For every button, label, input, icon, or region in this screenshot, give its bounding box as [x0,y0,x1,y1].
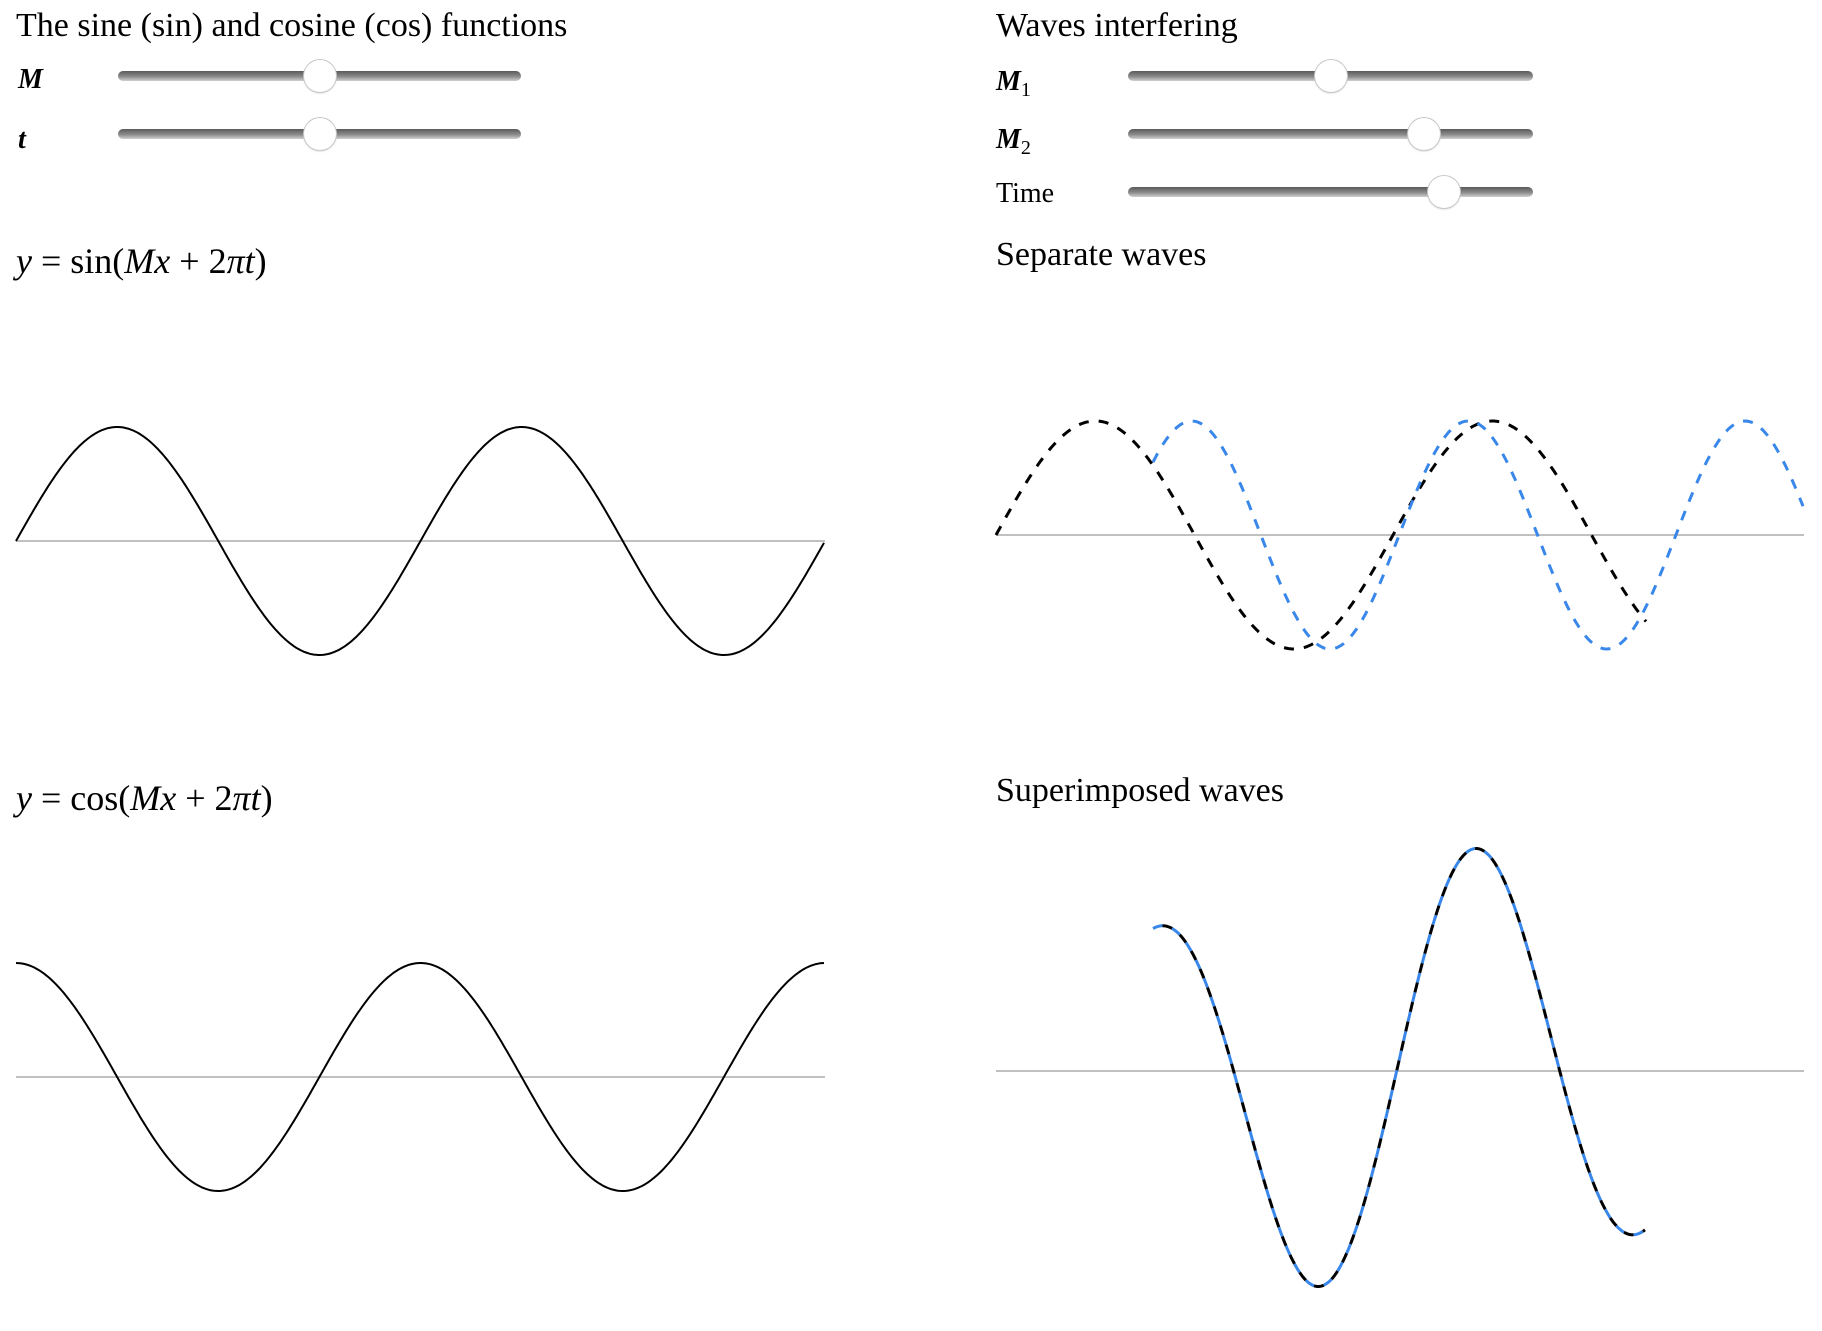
superimposed-waves-plot [996,847,1804,1288]
formula-part: πt [226,241,255,281]
slider-thumb[interactable] [303,118,336,150]
wave2-curve [1151,419,1805,651]
formula-part: y [16,241,32,281]
formula-part: + 2 [170,241,227,281]
wave1-curve [994,419,1648,651]
right-slider-label-0: M1 [996,66,1031,106]
cos-formula: y = cos(Mx + 2πt) [16,778,273,818]
superimposed-curve-black-dashes [1152,847,1646,1288]
superimposed-waves-title: Superimposed waves [996,772,1285,809]
superimposed-curve-blue-dashes [1152,847,1646,1288]
formula-part: Mx [130,778,177,818]
left-slider-0[interactable] [118,60,521,92]
slider-track[interactable] [1128,129,1533,139]
formula-part: ) [260,778,273,818]
separate-waves-plot [994,419,1805,651]
slider-thumb[interactable] [1427,176,1460,208]
left-slider-1[interactable] [118,118,521,150]
slider-label-text: M [996,66,1021,97]
slider-thumb[interactable] [1407,118,1440,150]
formula-part: ) [254,241,267,281]
right-slider-0[interactable] [1128,60,1533,92]
right-slider-label-1: M2 [996,124,1031,164]
right-slider-1[interactable] [1128,118,1533,150]
formula-part: + 2 [176,778,233,818]
cos-plot [15,962,825,1192]
slider-label-subscript: 1 [1020,79,1031,101]
slider-thumb[interactable] [303,60,336,92]
sine-cosine-title: The sine (sin) and cosine (cos) function… [16,7,568,44]
waves-interfering-title: Waves interfering [996,7,1238,44]
formula-part: πt [232,778,261,818]
slider-track[interactable] [1128,187,1533,197]
slider-label-text: M [18,64,43,95]
sin-curve [15,426,825,656]
formula-part: y [16,778,32,818]
left-slider-label-1: t [18,124,26,156]
right-slider-label-2: Time [996,178,1054,210]
slider-label-text: t [18,124,26,155]
slider-label-subscript: 2 [1020,137,1031,159]
separate-waves-title: Separate waves [996,236,1207,273]
sin-plot [15,426,825,656]
formula-part: Mx [124,241,171,281]
slider-label-text: M [996,124,1021,155]
formula-part: = cos( [31,778,131,818]
left-slider-label-0: M [18,64,43,96]
right-slider-2[interactable] [1128,176,1533,208]
slider-label-text: Time [996,178,1055,209]
cos-curve [15,962,825,1192]
sin-formula: y = sin(Mx + 2πt) [16,241,267,281]
slider-thumb[interactable] [1314,60,1347,92]
formula-part: = sin( [31,241,125,281]
